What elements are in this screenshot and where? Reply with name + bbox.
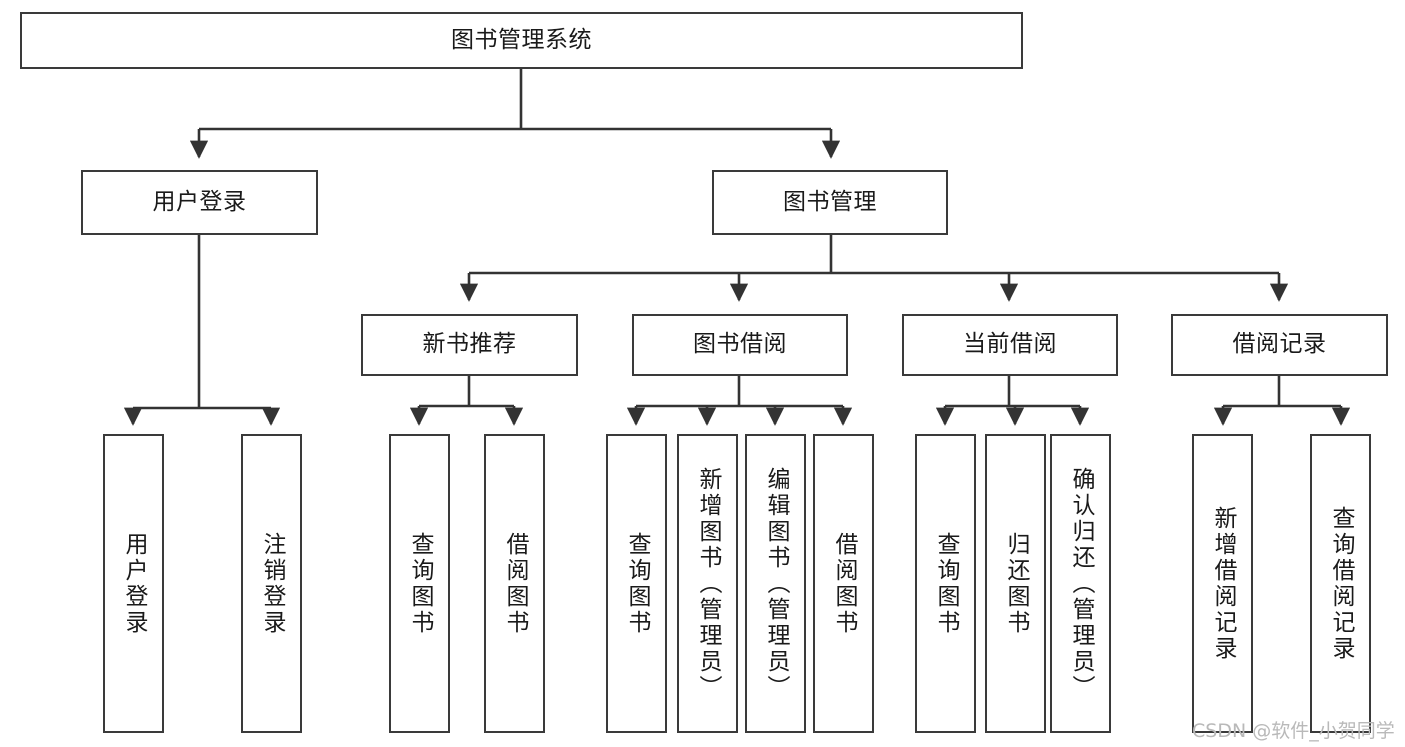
- node-label: 用户登录: [121, 531, 147, 636]
- node-label: 查询图书: [933, 531, 959, 636]
- node-label: 借阅图书: [502, 531, 528, 636]
- node-label: 确认归还（管理员）: [1068, 466, 1094, 701]
- node-label: 归还图书: [1003, 531, 1029, 636]
- node-label: 查询图书: [624, 531, 650, 636]
- node-label: 借阅图书: [831, 531, 857, 636]
- node-label: 图书管理系统: [451, 26, 592, 53]
- leaf-book-borrow-edit[interactable]: 编辑图书（管理员）: [745, 434, 806, 733]
- leaf-borrow-record-query[interactable]: 查询借阅记录: [1310, 434, 1371, 733]
- leaf-book-borrow-add[interactable]: 新增图书（管理员）: [677, 434, 738, 733]
- node-label: 新增借阅记录: [1210, 505, 1236, 662]
- node-current-borrow[interactable]: 当前借阅: [902, 314, 1118, 376]
- node-book-management[interactable]: 图书管理: [712, 170, 948, 235]
- node-label: 编辑图书（管理员）: [763, 466, 789, 701]
- node-label: 图书管理: [783, 188, 877, 215]
- leaf-book-borrow-query[interactable]: 查询图书: [606, 434, 667, 733]
- leaf-borrow-record-add[interactable]: 新增借阅记录: [1192, 434, 1253, 733]
- leaf-current-borrow-confirm[interactable]: 确认归还（管理员）: [1050, 434, 1111, 733]
- node-label: 图书借阅: [693, 331, 787, 358]
- node-label: 新增图书（管理员）: [695, 466, 721, 701]
- leaf-current-borrow-query[interactable]: 查询图书: [915, 434, 976, 733]
- leaf-current-borrow-return[interactable]: 归还图书: [985, 434, 1046, 733]
- node-label: 查询图书: [407, 531, 433, 636]
- leaf-new-book-borrow[interactable]: 借阅图书: [484, 434, 545, 733]
- node-label: 查询借阅记录: [1328, 505, 1354, 662]
- node-new-book-recommend[interactable]: 新书推荐: [361, 314, 578, 376]
- node-label: 当前借阅: [963, 331, 1057, 358]
- node-user-login[interactable]: 用户登录: [81, 170, 318, 235]
- leaf-book-borrow-borrow[interactable]: 借阅图书: [813, 434, 874, 733]
- csdn-watermark: CSDN @软件_小贺同学: [1192, 720, 1395, 742]
- node-label: 新书推荐: [422, 331, 517, 358]
- node-label: 借阅记录: [1232, 331, 1327, 358]
- leaf-new-book-query[interactable]: 查询图书: [389, 434, 450, 733]
- leaf-user-login-login[interactable]: 用户登录: [103, 434, 164, 733]
- node-label: 用户登录: [152, 188, 247, 215]
- node-label: 注销登录: [259, 531, 285, 636]
- node-borrow-record[interactable]: 借阅记录: [1171, 314, 1388, 376]
- node-book-borrow[interactable]: 图书借阅: [632, 314, 848, 376]
- leaf-user-login-logout[interactable]: 注销登录: [241, 434, 302, 733]
- node-root[interactable]: 图书管理系统: [20, 12, 1023, 69]
